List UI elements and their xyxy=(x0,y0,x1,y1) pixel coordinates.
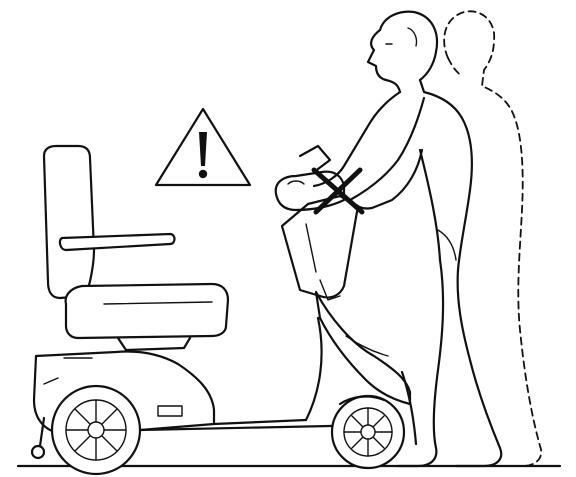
scooter-tiller xyxy=(276,146,358,300)
anti-tip-wheel xyxy=(32,418,44,458)
rear-wheel xyxy=(52,386,140,474)
front-wheel xyxy=(332,396,404,468)
armrest xyxy=(60,234,175,250)
warning-triangle-icon xyxy=(156,109,250,185)
person-ghost-outline xyxy=(444,11,541,466)
